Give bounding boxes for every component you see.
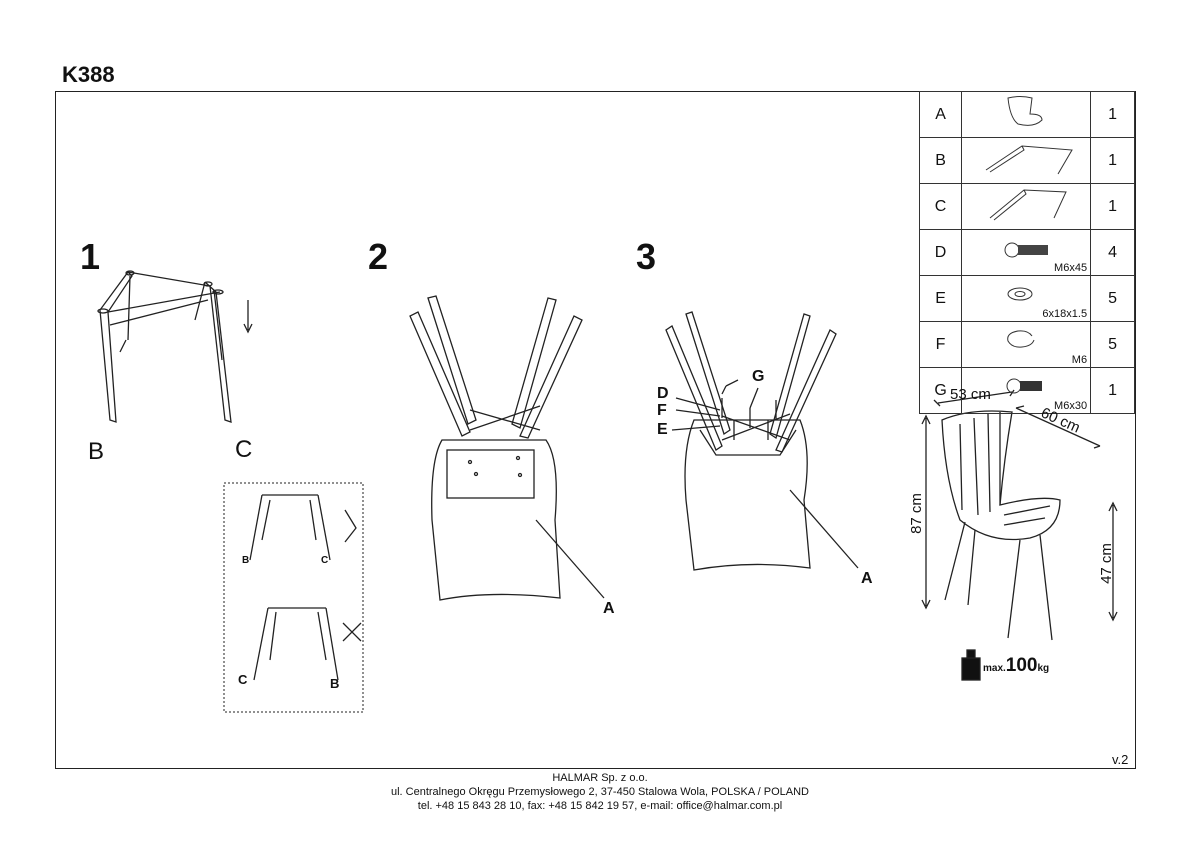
hardware-label-f: F xyxy=(657,402,667,419)
part-qty: 4 xyxy=(1090,229,1135,276)
chair-dimension-drawing xyxy=(921,389,1118,681)
part-size: M6 xyxy=(1071,354,1088,366)
label-c: C xyxy=(235,436,253,463)
alt-label-b: B xyxy=(242,555,250,566)
leg-frame-drawing xyxy=(97,270,253,423)
part-qty: 1 xyxy=(1090,137,1135,184)
footer: HALMAR Sp. z o.o. ul. Centralnego Okręgu… xyxy=(0,771,1200,813)
part-size: M6x30 xyxy=(1054,400,1088,412)
alt-label-c2: C xyxy=(238,672,248,687)
part-qty: 1 xyxy=(1090,367,1135,414)
max-load-value: 100 xyxy=(1005,655,1038,676)
part-letter: C xyxy=(918,183,963,230)
product-code: K388 xyxy=(62,62,115,87)
dim-width: 53 cm xyxy=(950,386,991,403)
version: v.2 xyxy=(1112,752,1129,767)
weight-icon xyxy=(961,657,981,681)
max-load-label: max. xyxy=(983,663,1006,674)
max-load-unit: kg xyxy=(1037,663,1050,674)
max-load: max.100kg xyxy=(983,655,1049,677)
spring-washer-icon: M6 xyxy=(961,321,1092,368)
part-qty: 5 xyxy=(1090,275,1135,322)
seat-icon xyxy=(961,91,1092,138)
part-letter: F xyxy=(918,321,963,368)
step-number-2: 2 xyxy=(368,236,389,277)
bolt-icon: M6x30 xyxy=(961,367,1092,414)
hardware-label-g: G xyxy=(752,368,765,385)
step-number-1: 1 xyxy=(80,236,101,277)
hardware-label-d: D xyxy=(657,385,669,402)
part-letter: G xyxy=(918,367,963,414)
part-qty: 5 xyxy=(1090,321,1135,368)
leg-frame-c-icon xyxy=(961,183,1092,230)
orientation-box xyxy=(223,482,364,713)
bolt-icon: M6x45 xyxy=(961,229,1092,276)
step2-drawing xyxy=(409,295,605,601)
part-letter: A xyxy=(918,91,963,138)
footer-address: ul. Centralnego Okręgu Przemysłowego 2, … xyxy=(390,786,809,798)
part-letter: B xyxy=(918,137,963,184)
footer-company: HALMAR Sp. z o.o. xyxy=(552,772,648,784)
leg-frame-b-icon xyxy=(961,137,1092,184)
washer-icon: 6x18x1.5 xyxy=(961,275,1092,322)
dim-seat-height: 47 cm xyxy=(1097,543,1115,584)
part-label-a-step3: A xyxy=(861,570,873,587)
dim-height: 87 cm xyxy=(907,493,925,534)
cross-mark xyxy=(342,622,362,642)
alt-label-c: C xyxy=(321,555,329,566)
part-label-a-step2: A xyxy=(603,600,615,617)
label-b: B xyxy=(88,438,105,465)
check-mark xyxy=(344,509,357,543)
step-number-3: 3 xyxy=(636,236,657,277)
part-qty: 1 xyxy=(1090,91,1135,138)
part-letter: E xyxy=(918,275,963,322)
footer-contact: tel. +48 15 843 28 10, fax: +48 15 842 1… xyxy=(417,800,783,812)
part-qty: 1 xyxy=(1090,183,1135,230)
hardware-label-e: E xyxy=(657,421,668,438)
step3-drawing xyxy=(665,311,859,571)
instruction-frame xyxy=(55,91,1136,769)
part-size: 6x18x1.5 xyxy=(1042,308,1088,320)
alt-label-b2: B xyxy=(330,676,340,691)
part-size: M6x45 xyxy=(1054,262,1088,274)
part-letter: D xyxy=(918,229,963,276)
